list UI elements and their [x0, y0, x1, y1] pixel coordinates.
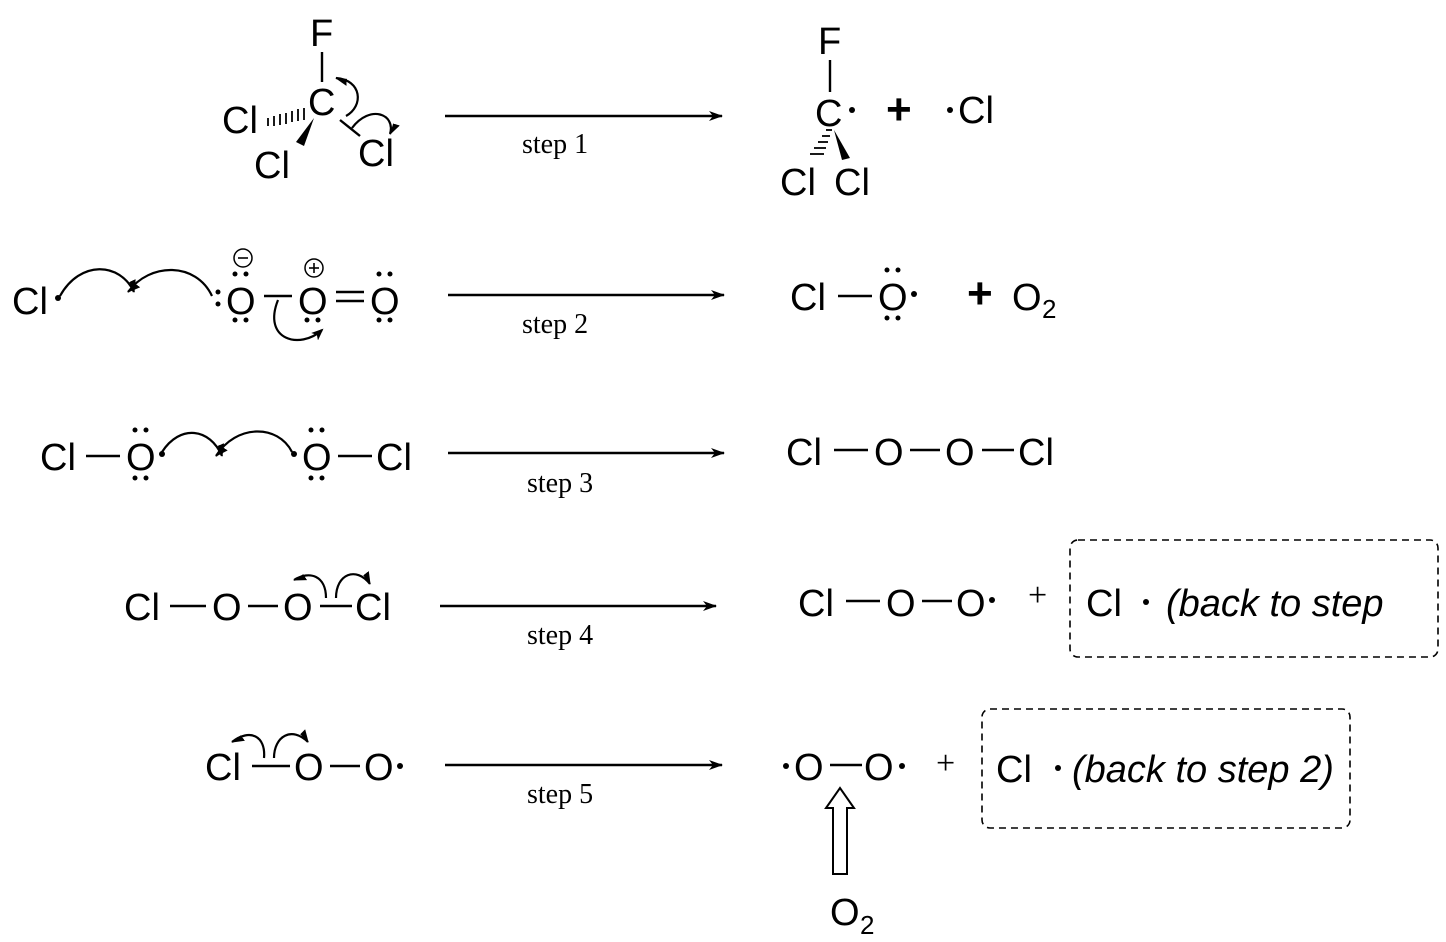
atom-O: O — [794, 747, 824, 789]
atom-Cl: Cl — [786, 432, 822, 474]
solid-wedge-bond — [834, 130, 850, 160]
chlorine-radical: Cl — [947, 90, 994, 132]
atom-Cl: Cl — [790, 277, 826, 319]
atom-Cl: Cl — [834, 162, 870, 204]
atom-O: O — [226, 281, 256, 323]
atom-Cl: Cl — [222, 100, 258, 142]
atom-O: O — [302, 437, 332, 479]
step-label: step 4 — [527, 620, 593, 651]
atom-Cl: Cl — [1086, 583, 1122, 625]
atom-O: O — [212, 587, 242, 629]
step5-product-oo-diradical: O O — [783, 747, 905, 789]
fishhook-arrow — [231, 734, 266, 759]
radical-dot — [989, 597, 995, 603]
atom-C: C — [308, 82, 335, 124]
step-label: step 5 — [527, 779, 593, 810]
step4-product-cloo-radical: Cl O O — [798, 583, 995, 625]
radical-dot — [1055, 765, 1061, 771]
atom-Cl: Cl — [124, 587, 160, 629]
radical-dot — [783, 763, 789, 769]
step2-reactants: Cl O O O — [12, 248, 400, 342]
fishhook-arrow — [293, 574, 328, 599]
atom-Cl: Cl — [355, 587, 391, 629]
radical-dot — [397, 763, 403, 769]
atom-Cl: Cl — [958, 90, 994, 132]
curved-arrow — [273, 299, 324, 342]
atom-O: O — [126, 437, 156, 479]
atom-O: O — [878, 277, 908, 319]
dioxygen: O 2 — [1012, 277, 1056, 324]
atom-Cl: Cl — [798, 583, 834, 625]
atom-O: O — [956, 583, 986, 625]
hollow-up-arrow — [824, 786, 856, 875]
atom-O: O — [874, 432, 904, 474]
plus-sign: + — [967, 269, 993, 318]
hashed-wedge-bond — [810, 129, 832, 155]
subscript: 2 — [1042, 294, 1056, 324]
atom-O: O — [1012, 277, 1042, 319]
atom-Cl: Cl — [254, 145, 290, 187]
hashed-wedge-bond — [267, 108, 305, 126]
atom-O: O — [298, 281, 328, 323]
radical-dot — [849, 107, 855, 113]
negative-charge — [233, 248, 253, 268]
back-to-step-note: (back to step 2) — [1072, 749, 1334, 791]
atom-O: O — [830, 892, 860, 934]
fishhook-arrow — [272, 729, 309, 759]
fishhook-arrow — [351, 112, 400, 135]
step3-reactants: Cl O O Cl — [40, 427, 412, 481]
back-to-step-note: (back to step — [1166, 583, 1384, 625]
atom-F: F — [310, 13, 333, 55]
atom-Cl: Cl — [358, 133, 394, 175]
atom-Cl: Cl — [780, 162, 816, 204]
step5-reactant-cloo-radical: Cl O O — [205, 729, 403, 789]
fishhook-arrow — [215, 430, 293, 457]
fishhook-arrow — [59, 268, 136, 297]
dioxygen: O 2 — [830, 892, 874, 940]
radical-dot — [291, 451, 297, 457]
step-label: step 1 — [522, 129, 588, 160]
regeneration-box — [1069, 539, 1439, 658]
fishhook-arrow — [161, 431, 225, 457]
atom-O: O — [370, 281, 400, 323]
step3-product-cloocl: Cl O O Cl — [786, 432, 1054, 474]
radical-dot — [899, 763, 905, 769]
positive-charge — [304, 258, 324, 278]
bond-C-Cl — [339, 119, 361, 137]
atom-O: O — [283, 587, 313, 629]
atom-Cl: Cl — [12, 281, 48, 323]
plus-sign: + — [936, 745, 955, 782]
solid-wedge-bond — [296, 118, 314, 146]
atom-O: O — [886, 583, 916, 625]
atom-C: C — [815, 93, 842, 135]
atom-Cl: Cl — [376, 437, 412, 479]
step2-product-clo-radical: Cl O — [790, 267, 917, 321]
step4-reactant-cloocl: Cl O O Cl — [124, 571, 391, 629]
fishhook-arrow — [127, 268, 213, 297]
plus-sign: + — [886, 85, 912, 134]
radical-dot — [947, 107, 953, 113]
step1-reactant-cfcl3: F C Cl Cl Cl — [222, 13, 400, 187]
radical-dot — [55, 295, 61, 301]
atom-Cl: Cl — [996, 749, 1032, 791]
atom-Cl: Cl — [1018, 432, 1054, 474]
atom-F: F — [818, 21, 841, 63]
atom-O: O — [364, 747, 394, 789]
radical-dot — [1143, 599, 1149, 605]
radical-dot — [911, 291, 917, 297]
plus-sign: + — [1028, 577, 1047, 614]
step-label: step 2 — [522, 309, 588, 340]
step-label: step 3 — [527, 468, 593, 499]
fishhook-arrow — [334, 571, 371, 599]
subscript: 2 — [860, 910, 874, 940]
atom-O: O — [294, 747, 324, 789]
fishhook-arrow — [335, 76, 359, 117]
atom-Cl: Cl — [40, 437, 76, 479]
atom-O: O — [864, 747, 894, 789]
radical-dot — [159, 451, 165, 457]
atom-Cl: Cl — [205, 747, 241, 789]
atom-O: O — [945, 432, 975, 474]
step1-product-cfcl2-radical: F C Cl Cl — [780, 21, 870, 204]
